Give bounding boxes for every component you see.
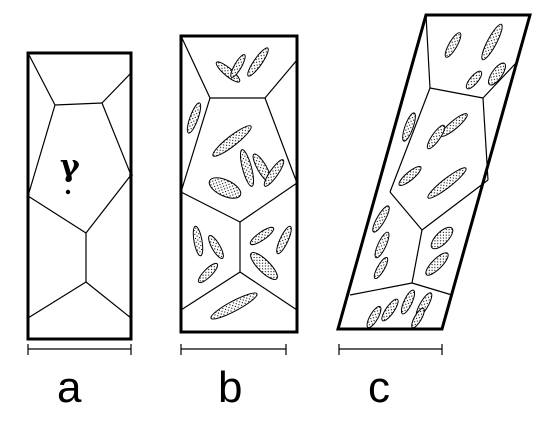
panel-c-label: c — [368, 363, 390, 412]
panel-c-frame — [336, 13, 532, 331]
panel-a-frame — [26, 51, 133, 341]
panel-a — [26, 51, 133, 355]
panel-a-grain-boundaries — [27, 52, 132, 319]
panel-b-frame — [179, 34, 299, 334]
panel-a-triple-point — [65, 189, 71, 195]
panel-c-precipitates — [366, 23, 507, 329]
panel-c — [336, 13, 532, 355]
panel-b-grain-boundaries — [180, 35, 298, 311]
panel-a-triple-point — [129, 173, 133, 177]
panel-a-label: a — [57, 363, 82, 412]
panel-c-grain-boundaries — [349, 14, 517, 296]
panel-b-precipitates — [186, 47, 292, 320]
panel-b-label: b — [218, 363, 242, 412]
gamma-phase-label: γ — [60, 149, 80, 184]
panel-b — [179, 34, 299, 355]
